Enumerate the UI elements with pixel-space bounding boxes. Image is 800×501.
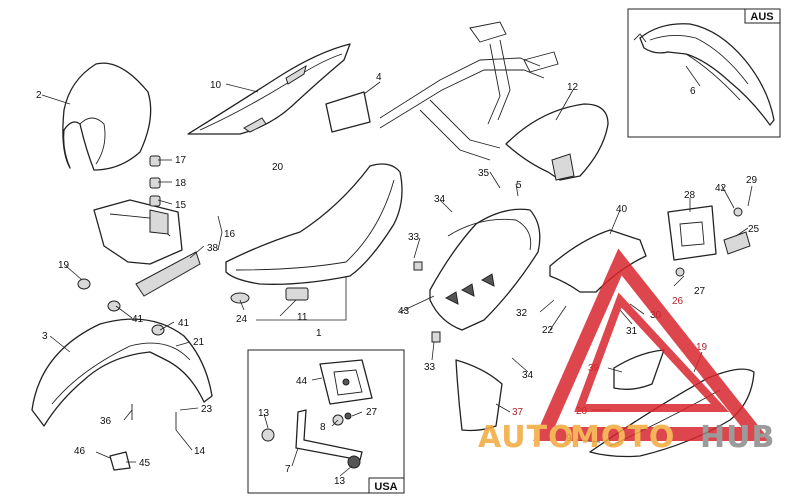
callout-43: 43 [398, 306, 410, 317]
callout-6: 6 [690, 86, 696, 97]
part-tail-bracket [549, 205, 751, 293]
callout-17: 17 [175, 155, 187, 166]
callout-1: 1 [316, 328, 322, 339]
part-mud-flap [455, 359, 503, 432]
part-seat [225, 163, 403, 304]
callout-13-left: 13 [258, 408, 270, 419]
callout-13-bottom: 13 [334, 476, 346, 487]
callout-20-top: 20 [272, 162, 284, 173]
callout-31: 31 [626, 326, 638, 337]
callout-15: 15 [175, 200, 187, 211]
part-subframe [379, 21, 559, 161]
watermark-hub: HUB [700, 420, 775, 455]
callout-27-right: 27 [694, 286, 706, 297]
callout-42: 42 [715, 183, 727, 194]
watermark-auto: AUTO [478, 420, 575, 455]
callout-8: 8 [320, 422, 326, 433]
callout-19-left: 19 [58, 260, 70, 271]
part-decal-4 [325, 91, 371, 133]
part-airbox-bracket [77, 155, 201, 297]
callout-34-top: 34 [434, 194, 446, 205]
callout-46: 46 [74, 446, 86, 457]
callout-14: 14 [194, 446, 206, 457]
callout-21: 21 [193, 337, 205, 348]
callout-19-right: 19 [696, 342, 708, 353]
callout-33-top: 33 [408, 232, 420, 243]
callout-7: 7 [285, 464, 291, 475]
part-rear-fender [413, 208, 541, 343]
leader-lines [41, 65, 753, 477]
callout-11: 11 [297, 312, 308, 323]
callout-37: 37 [512, 407, 524, 418]
callout-45: 45 [139, 458, 151, 469]
callout-26: 26 [672, 296, 684, 307]
aus-label: AUS [750, 11, 773, 23]
callout-16: 16 [224, 229, 236, 240]
callout-41-left: 41 [132, 314, 144, 325]
callout-10: 10 [210, 80, 222, 91]
part-seat-cowl [505, 103, 609, 181]
part-front-fender [31, 300, 213, 471]
callout-25: 25 [748, 224, 760, 235]
callout-33-bottom: 33 [424, 362, 436, 373]
callout-23: 23 [201, 404, 213, 415]
part-headlight-mask [62, 62, 152, 171]
callout-3: 3 [42, 331, 48, 342]
callout-40: 40 [616, 204, 628, 215]
callout-24: 24 [236, 314, 248, 325]
callout-38: 38 [207, 243, 219, 254]
callout-32: 32 [516, 308, 528, 319]
callout-36: 36 [100, 416, 112, 427]
callout-35: 35 [478, 168, 490, 179]
callout-29: 29 [746, 175, 758, 186]
callout-18: 18 [175, 178, 187, 189]
callout-44: 44 [296, 376, 308, 387]
callout-22: 22 [542, 325, 554, 336]
aus-inset: AUS [627, 8, 781, 138]
part-side-panel [187, 43, 351, 135]
callout-28: 28 [684, 190, 696, 201]
callout-27-usa: 27 [366, 407, 378, 418]
callout-41-right: 41 [178, 318, 190, 329]
callout-4: 4 [376, 72, 382, 83]
usa-inset: USA [247, 349, 405, 494]
callout-12: 12 [567, 82, 579, 93]
automotohub-watermark: AUTO MOTO HUB [478, 248, 775, 455]
watermark-moto: MOTO [570, 420, 675, 455]
usa-label: USA [374, 481, 397, 493]
callout-2: 2 [36, 90, 42, 101]
callout-5: 5 [516, 180, 522, 191]
part-number-labels: 2 10 4 12 6 20 17 18 15 16 38 19 3 41 41… [36, 72, 760, 487]
callout-34-bottom: 34 [522, 370, 534, 381]
